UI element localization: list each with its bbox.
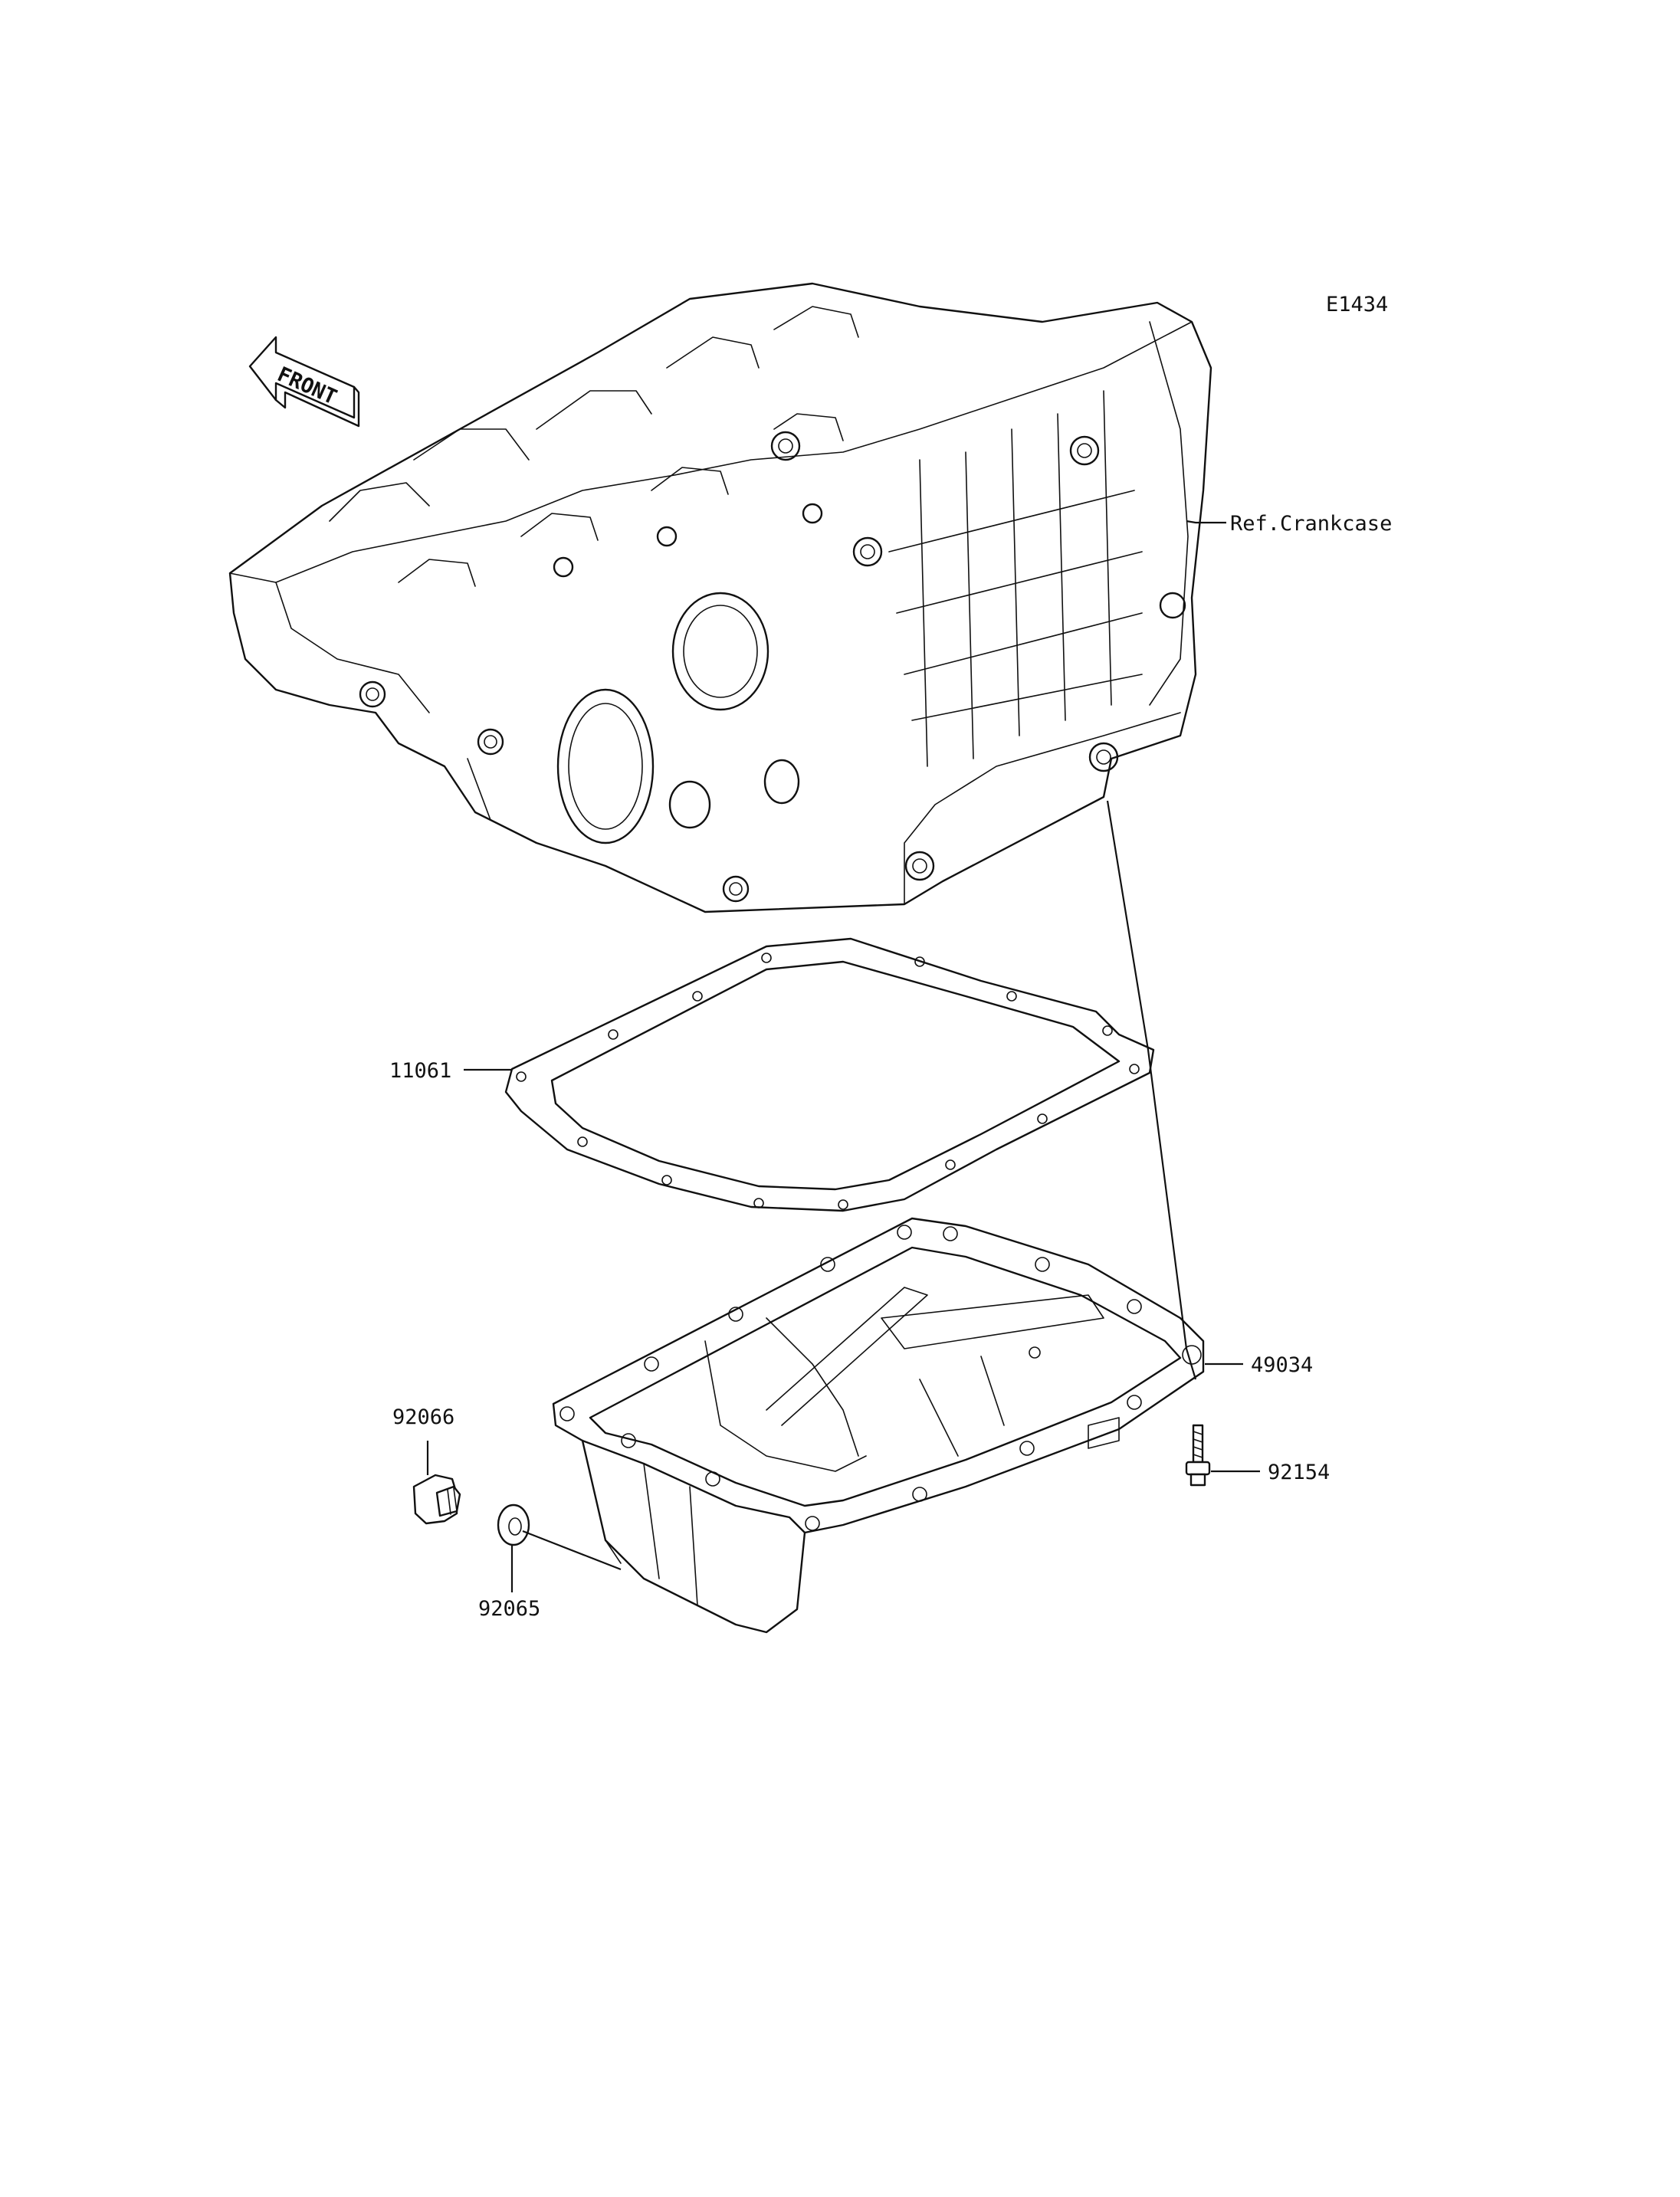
oil-pan-label: 49034 (1251, 1353, 1313, 1377)
alignment-line (1106, 800, 1197, 1380)
washer-to-pan-leader (522, 1530, 622, 1571)
bolt-label: 92154 (1268, 1461, 1330, 1484)
front-arrow-icon: FRONT (248, 336, 360, 428)
washer-label: 92065 (478, 1597, 540, 1621)
gasket-drawing (504, 937, 1155, 1212)
gasket-label: 11061 (389, 1059, 451, 1083)
washer-drawing (497, 1503, 530, 1546)
drain-plug-drawing (412, 1474, 461, 1525)
drain-plug-label: 92066 (392, 1405, 454, 1429)
bolt-drawing (1185, 1424, 1211, 1487)
ref-crankcase-leader (1186, 520, 1226, 524)
oil-pan-drawing (552, 1217, 1205, 1634)
diagram-code: E1434 (1326, 293, 1388, 316)
crankcase-drawing (228, 282, 1212, 913)
ref-crankcase-label: Ref.Crankcase (1230, 512, 1392, 536)
